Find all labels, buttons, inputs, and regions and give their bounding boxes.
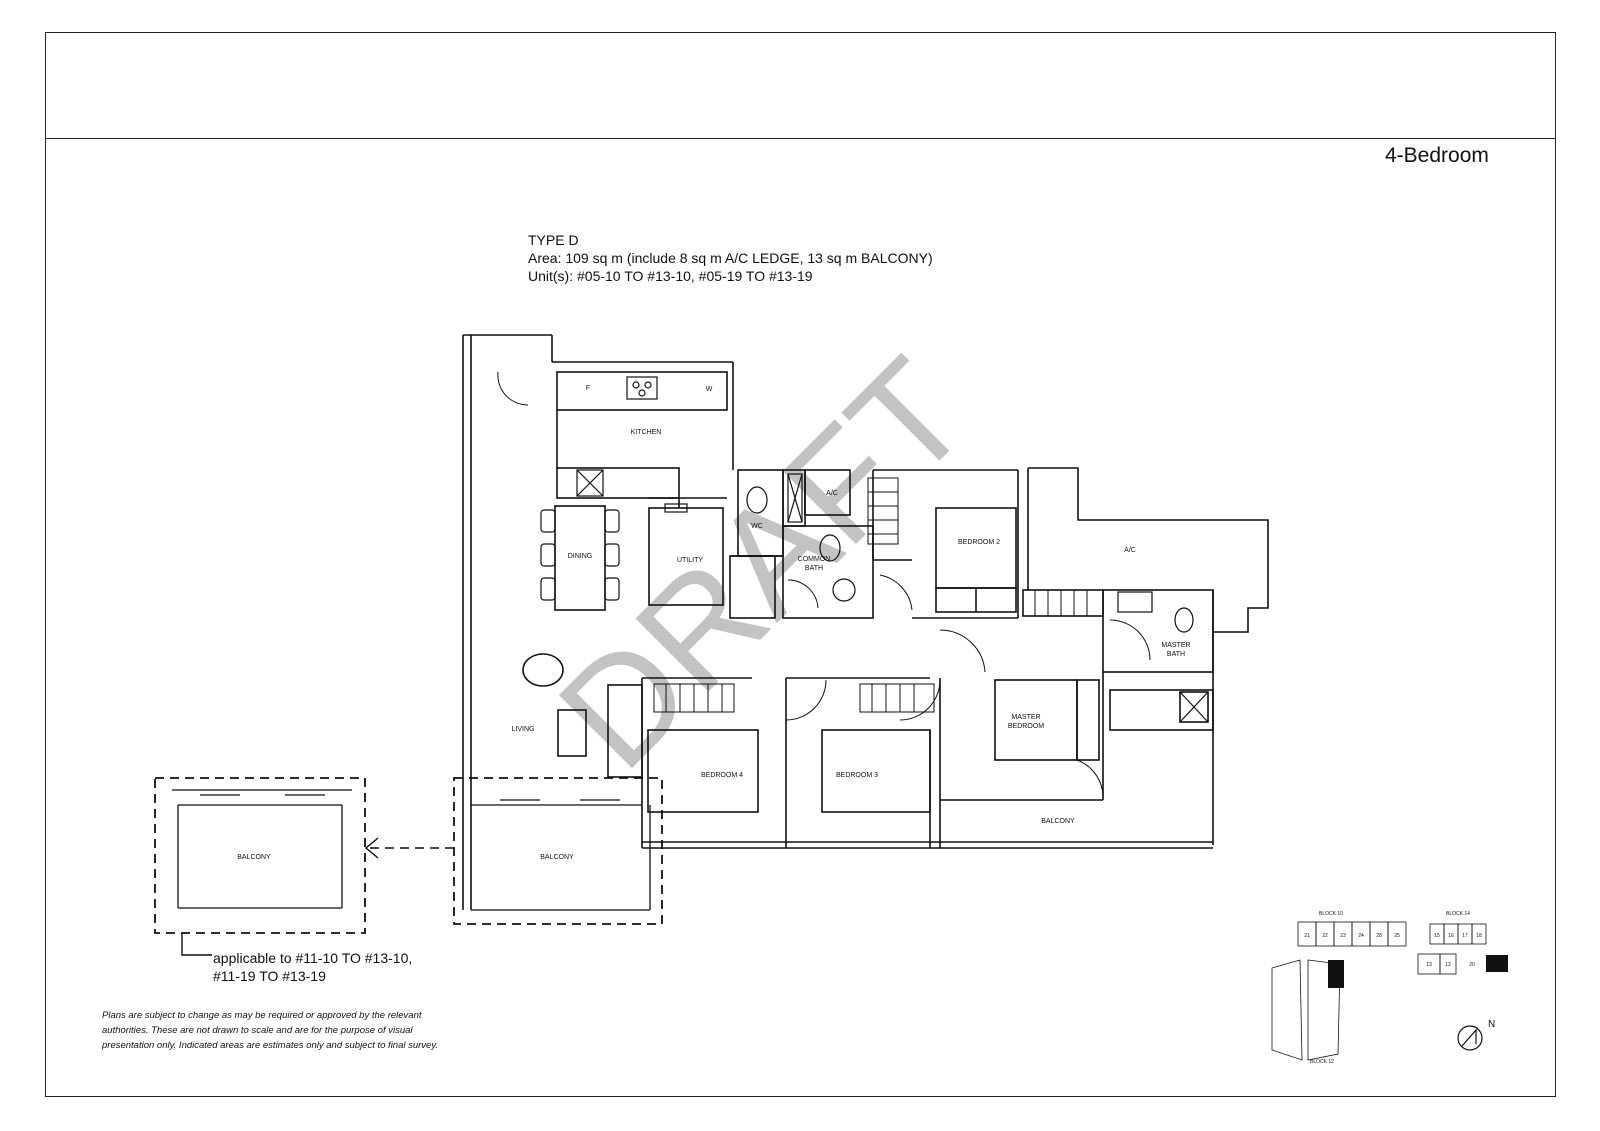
key-plan-unit: 17 [1462,933,1468,939]
key-plan-unit: 24 [1358,933,1364,939]
room-label-living: LIVING [512,726,535,733]
room-label-bedroom-4: BEDROOM 4 [701,772,743,779]
basin-icon [832,578,856,602]
plan-walls [462,334,1269,910]
unit-area-label: Area: 109 sq m (include 8 sq m A/C LEDGE… [528,250,933,266]
room-label-bedroom-3: BEDROOM 3 [836,772,878,779]
key-plan-unit: 15 [1434,933,1440,939]
alt-layout-note-line-1: applicable to #11-10 TO #13-10, [213,950,413,966]
room-label-utility: UTILITY [677,557,703,564]
key-plan-unit: 28 [1376,933,1382,939]
room-label-ac-ledge: A/C [1124,547,1136,554]
fridge-label: F [586,385,590,392]
room-label-dining: DINING [568,553,593,560]
key-plan-unit: 20 [1469,962,1475,968]
key-plan-highlight [1486,955,1508,972]
drawing-sheet-border [45,32,1556,1097]
key-plan-unit: 23 [1340,933,1346,939]
key-plan-unit: 16 [1448,933,1454,939]
north-arrow-icon: N [1457,1019,1495,1051]
fixtures [576,376,1209,723]
key-plan-block-label: BLOCK 12 [1310,1059,1334,1065]
sink-icon [576,469,604,497]
key-plan-highlight [1328,960,1344,988]
alt-layout-arrow [181,837,454,956]
room-label-common-bath-1: COMMON [798,556,831,563]
alt-layout-note-line-2: #11-19 TO #13-19 [213,968,326,984]
unit-numbers-label: Unit(s): #05-10 TO #13-10, #05-19 TO #13… [528,268,813,284]
room-label-balcony-main: BALCONY [1041,818,1075,825]
room-label-balcony-side: BALCONY [540,854,574,861]
key-plan-block-label: BLOCK 14 [1446,911,1470,917]
draft-watermark: DRAFT [527,327,999,799]
key-plan: BLOCK 10 BLOCK 14 BLOCK 12 21 22 23 24 2… [1271,911,1508,1065]
room-label-wc: WC [751,523,763,530]
key-plan-unit: 12 [1445,962,1451,968]
unit-type-label: TYPE D [528,232,579,248]
room-label-bedroom-2: BEDROOM 2 [958,539,1000,546]
room-label-common-bath-2: BATH [805,565,823,572]
unit-category-title: 4-Bedroom [1385,144,1489,167]
hob-icon [626,376,658,400]
room-label-kitchen: KITCHEN [631,429,662,436]
key-plan-unit: 13 [1426,962,1432,968]
key-plan-unit: 21 [1304,933,1310,939]
disclaimer-text: Plans are subject to change as may be re… [102,1010,439,1051]
washer-label: W [706,386,713,393]
room-label-balcony-alt: BALCONY [237,854,271,861]
toilet-icon [746,486,768,514]
room-label-ac-small: A/C [826,490,838,497]
key-plan-block-label: BLOCK 10 [1319,911,1343,917]
north-label: N [1488,1019,1495,1030]
alt-balcony-outline [154,777,663,934]
key-plan-unit: 18 [1476,933,1482,939]
wardrobes [653,477,1088,713]
title-block-divider [45,138,1556,139]
room-label-master-bedroom-1: MASTER [1011,714,1040,721]
key-plan-unit: 25 [1394,933,1400,939]
room-label-master-bath-2: BATH [1167,651,1185,658]
room-label-master-bath-1: MASTER [1161,642,1190,649]
key-plan-unit: 22 [1322,933,1328,939]
shower-icon [787,473,803,523]
balcony-walls [172,789,651,911]
room-label-master-bedroom-2: BEDROOM [1008,723,1044,730]
dining-chairs [540,509,620,601]
